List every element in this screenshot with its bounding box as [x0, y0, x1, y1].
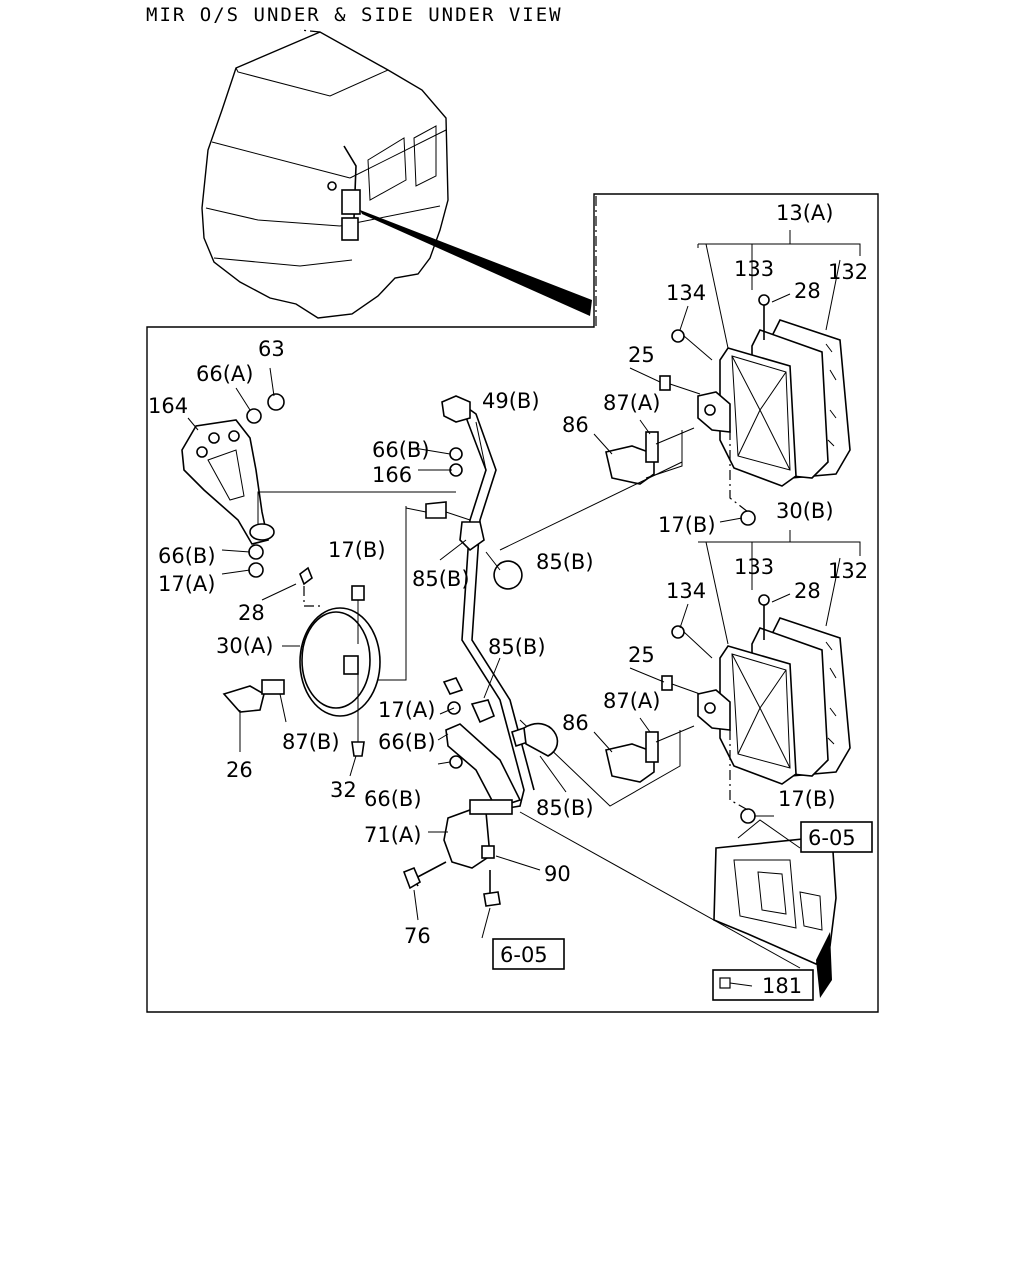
round-mirror-30a — [222, 566, 381, 757]
label-87a-upper: 87(A) — [603, 391, 660, 415]
label-25-upper: 25 — [628, 343, 655, 367]
label-85b-3: 85(B) — [488, 635, 546, 659]
label-87a-lower: 87(A) — [603, 689, 660, 713]
label-71a: 71(A) — [364, 823, 421, 847]
label-17b-upper: 17(B) — [658, 513, 716, 537]
label-86-upper: 86 — [562, 413, 589, 437]
ref-181-text: 181 — [762, 974, 802, 998]
label-134-lower: 134 — [666, 579, 706, 603]
ref-605-bottom-text: 6-05 — [500, 943, 548, 967]
work-lamp-upper — [605, 230, 861, 526]
label-30a: 30(A) — [216, 634, 273, 658]
mirror-stay-assembly — [360, 395, 683, 811]
diagram-title: MIR O/S UNDER & SIDE UNDER VIEW — [146, 4, 563, 26]
label-134-upper: 134 — [666, 281, 706, 305]
frame-panel — [713, 819, 837, 998]
label-32: 32 — [330, 778, 357, 802]
label-164: 164 — [148, 394, 188, 418]
label-166: 166 — [372, 463, 412, 487]
label-66b-1: 66(B) — [372, 438, 430, 462]
label-13a: 13(A) — [776, 201, 833, 225]
label-85b-2: 85(B) — [536, 550, 594, 574]
label-49b: 49(B) — [482, 389, 540, 413]
label-26: 26 — [226, 758, 253, 782]
callout-line — [299, 29, 321, 33]
label-133-upper: 133 — [734, 257, 774, 281]
label-66b-2: 66(B) — [158, 544, 216, 568]
label-133-lower: 133 — [734, 555, 774, 579]
label-17a-1: 17(A) — [158, 572, 215, 596]
label-25-lower: 25 — [628, 643, 655, 667]
work-lamp-lower — [519, 530, 861, 824]
label-85b-1: 85(B) — [412, 567, 470, 591]
label-17b-3: 17(B) — [328, 538, 386, 562]
label-76: 76 — [404, 924, 431, 948]
bracket-164 — [181, 393, 456, 578]
base-bracket — [402, 799, 801, 969]
ref-box-605-bottom — [492, 938, 565, 970]
label-66a: 66(A) — [196, 362, 253, 386]
label-30b: 30(B) — [776, 499, 834, 523]
label-90: 90 — [544, 862, 571, 886]
ref-605-right-text: 6-05 — [808, 826, 856, 850]
ref-box-605-right — [800, 821, 873, 853]
truck-cab-illustration — [201, 31, 592, 319]
label-63: 63 — [258, 337, 285, 361]
label-66b-4: 66(B) — [364, 787, 422, 811]
label-132-upper: 132 — [828, 260, 868, 284]
label-17a-2: 17(A) — [378, 698, 435, 722]
detail-frame — [146, 193, 879, 1013]
label-87b: 87(B) — [282, 730, 340, 754]
label-86-lower: 86 — [562, 711, 589, 735]
label-28-lower: 28 — [794, 579, 821, 603]
label-132-lower: 132 — [828, 559, 868, 583]
label-85b-4: 85(B) — [536, 796, 594, 820]
label-28-mirror: 28 — [238, 601, 265, 625]
leader-lines — [187, 293, 839, 939]
label-66b-3: 66(B) — [378, 730, 436, 754]
label-17b-lower: 17(B) — [778, 787, 836, 811]
label-28-upper: 28 — [794, 279, 821, 303]
